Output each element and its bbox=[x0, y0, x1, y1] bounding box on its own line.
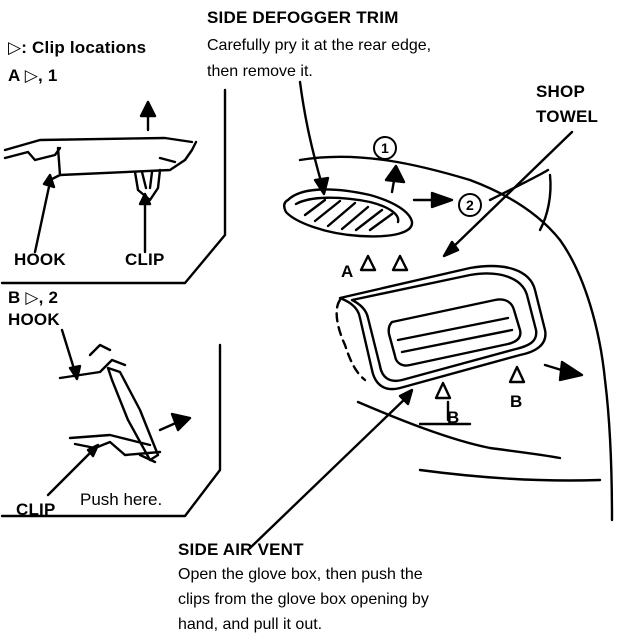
step-1-number: 1 bbox=[381, 140, 389, 156]
defogger-trim-title: SIDE DEFOGGER TRIM bbox=[207, 8, 399, 27]
inset-a-up-arrow-head bbox=[139, 100, 157, 118]
inset-b-frame bbox=[0, 343, 222, 518]
hook-a-leader bbox=[33, 180, 52, 254]
marker-b-letter-2: B bbox=[510, 392, 523, 411]
side-air-vent-line-2: clips from the glove box opening by bbox=[178, 591, 429, 608]
clip-b-leader bbox=[46, 446, 97, 497]
defogger-trim-outline bbox=[283, 188, 414, 238]
side-air-vent-line-1: Open the glove box, then push the bbox=[178, 566, 423, 583]
glove-box-dashed-outline bbox=[335, 298, 367, 382]
shop-towel-leader bbox=[448, 130, 574, 252]
clip-locations-legend: ▷: Clip locations bbox=[8, 38, 147, 57]
side-air-vent-title: SIDE AIR VENT bbox=[178, 540, 304, 559]
clip-label-b: CLIP bbox=[16, 500, 56, 519]
clip-group-b-label: B ▷, 2 bbox=[8, 288, 59, 307]
push-arrow-head bbox=[170, 412, 192, 432]
main-assembly bbox=[248, 80, 614, 550]
shop-towel-line-1: SHOP bbox=[536, 82, 585, 101]
hook-b-leader bbox=[60, 328, 77, 374]
marker-b-letter-1: B bbox=[447, 408, 460, 427]
inset-b-hook-clip bbox=[46, 328, 192, 497]
marker-a-letter: A bbox=[341, 262, 354, 281]
inset-a-frame bbox=[0, 88, 227, 285]
clip-label-a: CLIP bbox=[125, 250, 165, 269]
hook-label-a: HOOK bbox=[14, 250, 66, 269]
step-2-circle bbox=[458, 193, 482, 217]
step-1-circle bbox=[373, 136, 397, 160]
hook-label-b: HOOK bbox=[8, 310, 60, 329]
vent-housing-outer bbox=[338, 264, 547, 391]
clip-group-a-label: A ▷, 1 bbox=[8, 66, 58, 85]
shop-towel-line-2: TOWEL bbox=[536, 107, 599, 126]
defogger-trim-line-1: Carefully pry it at the rear edge, bbox=[207, 37, 432, 54]
step-2-number: 2 bbox=[466, 197, 474, 213]
side-air-vent-leader bbox=[248, 394, 410, 550]
push-here-label: Push here. bbox=[80, 490, 163, 509]
inset-a-hook-clip bbox=[3, 100, 198, 254]
side-air-vent-line-3: hand, and pull it out. bbox=[178, 616, 323, 633]
defogger-leader bbox=[298, 80, 324, 187]
defogger-trim-line-2: then remove it. bbox=[207, 63, 313, 80]
